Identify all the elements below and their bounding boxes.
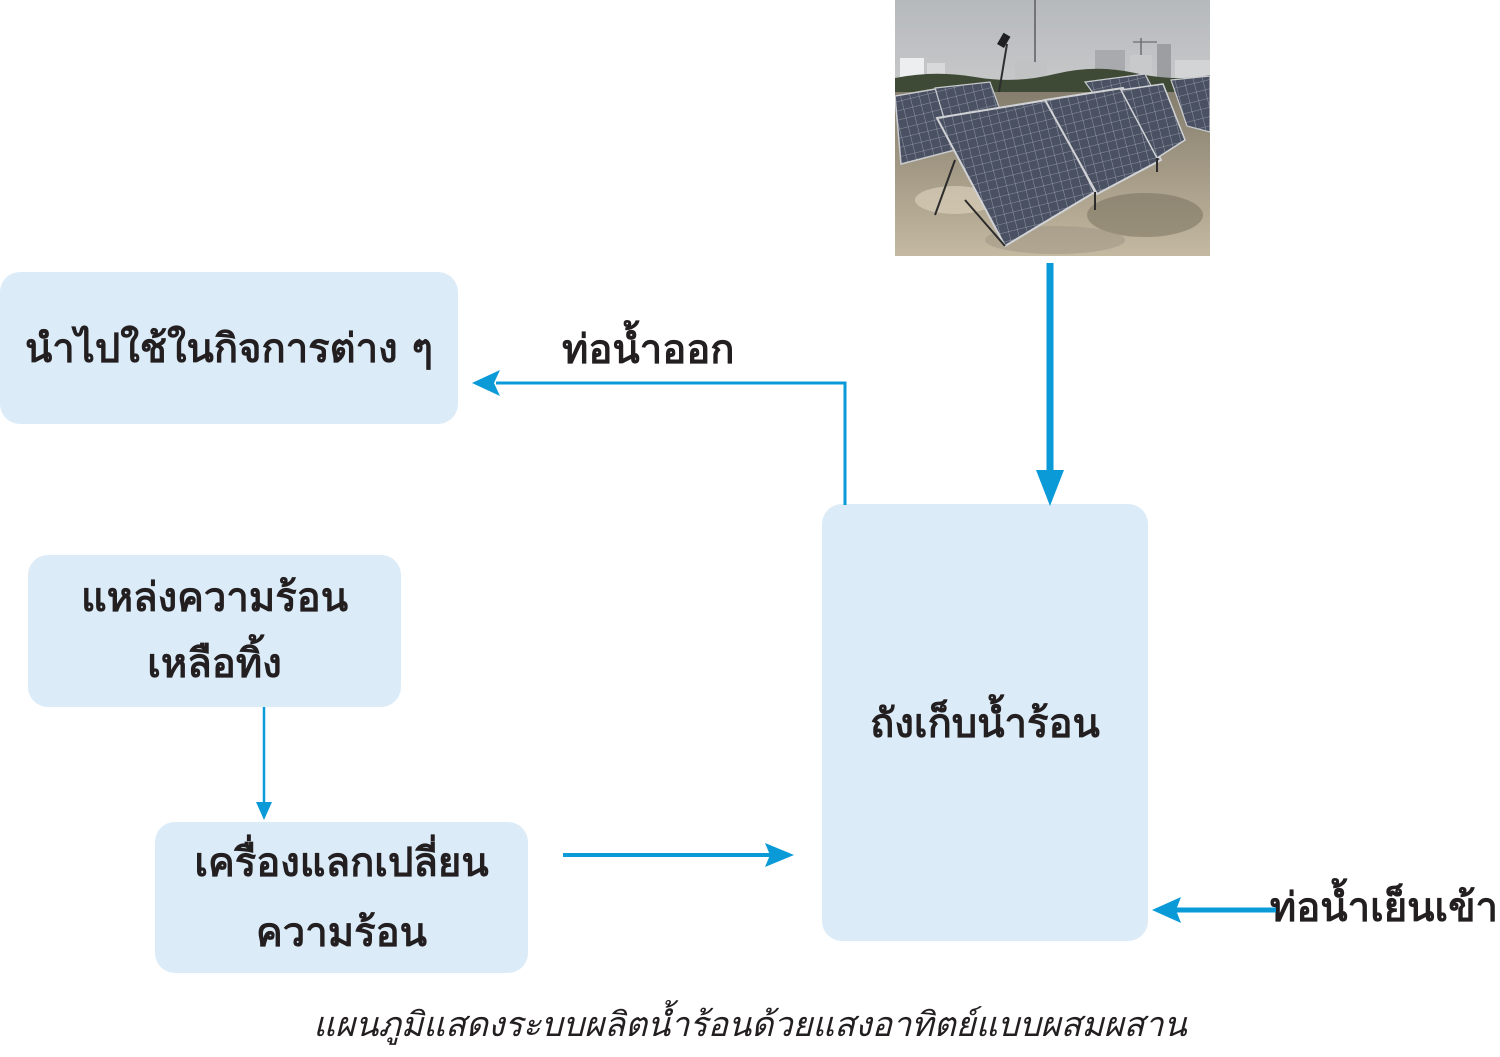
heat-exchanger-box-line-1: เครื่องแลกเปลี่ยน — [194, 839, 489, 886]
hot-water-tank-box: ถังเก็บน้ำร้อน — [822, 504, 1148, 941]
waste-heat-box-line-2: เหลือทิ้ง — [147, 641, 282, 687]
arrow-inlet-to-tank-head — [1152, 897, 1181, 923]
diagram-caption: แผนภูมิแสดงระบบผลิตน้ำร้อนด้วยแสงอาทิตย์… — [313, 1005, 1187, 1045]
heat-exchanger-box: เครื่องแลกเปลี่ยน ความร้อน — [155, 822, 528, 973]
arrow-tank-to-usage-line — [496, 381, 847, 505]
arrow-inlet-to-tank — [1152, 897, 1276, 923]
arrow-exchanger-to-tank — [563, 843, 794, 867]
usage-box-label: นำไปใช้ในกิจการต่าง ๆ — [24, 326, 434, 372]
arrow-waste-heat-to-exchanger-head — [256, 802, 272, 820]
arrow-waste-heat-to-exchanger — [256, 707, 272, 820]
hot-water-tank-label: ถังเก็บน้ำร้อน — [870, 700, 1100, 747]
waste-heat-box: แหล่งความร้อน เหลือทิ้ง — [28, 555, 401, 707]
waste-heat-box-line-1: แหล่งความร้อน — [80, 575, 349, 621]
outlet-pipe-label: ท่อน้ำออก — [562, 327, 735, 373]
arrow-solar-to-tank — [1036, 263, 1064, 506]
inlet-pipe-label: ท่อน้ำเย็นเข้า — [1269, 885, 1498, 931]
arrow-tank-to-usage-head — [472, 370, 500, 396]
arrow-tank-to-usage — [472, 370, 847, 505]
arrow-exchanger-to-tank-head — [765, 843, 794, 867]
arrow-solar-to-tank-head — [1036, 470, 1064, 506]
heat-exchanger-box-line-2: ความร้อน — [256, 909, 427, 956]
usage-box: นำไปใช้ในกิจการต่าง ๆ — [0, 272, 458, 424]
solar-panels-photo — [895, 0, 1210, 256]
